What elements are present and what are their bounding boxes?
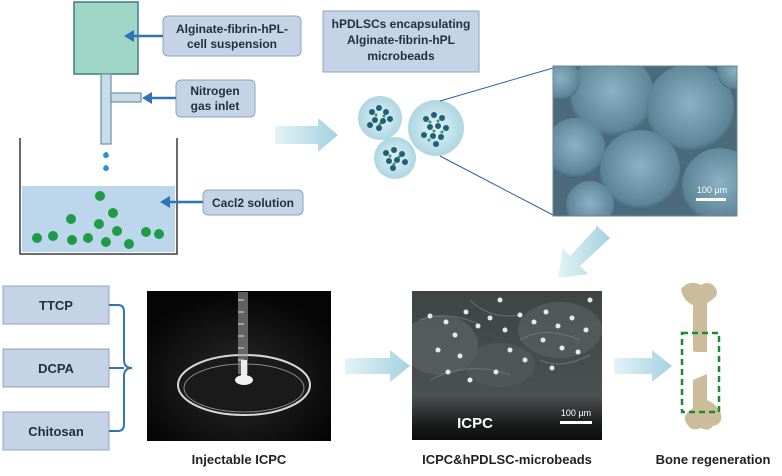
droplet-icon xyxy=(103,152,109,158)
microbeads-micrograph: 100 µm xyxy=(552,65,738,217)
caption-injectable: Injectable ICPC xyxy=(192,452,287,467)
arrow-to-solution xyxy=(160,196,203,208)
component-ttcp: TTCP xyxy=(2,285,110,325)
microbeads-text-3: microbeads xyxy=(367,49,435,63)
label-nitrogen: Nitrogen gas inlet xyxy=(175,79,256,118)
zoom-line-bottom xyxy=(439,155,554,216)
chitosan-text: Chitosan xyxy=(28,424,84,439)
scale-bar-bottom xyxy=(560,421,592,424)
droplet-icon xyxy=(103,165,109,171)
caption-bone: Bone regeneration xyxy=(656,452,771,467)
arrow-to-gas-inlet xyxy=(142,92,176,104)
dcpa-text: DCPA xyxy=(38,361,74,376)
encapsulated-microbeads xyxy=(358,96,464,179)
bone-icon xyxy=(681,282,722,430)
process-arrow-4 xyxy=(614,350,672,382)
component-bracket xyxy=(109,304,133,432)
injectable-icpc-photo xyxy=(147,291,331,441)
nitrogen-text-2: gas inlet xyxy=(191,99,240,113)
process-arrow-2 xyxy=(558,225,610,278)
icpc-microbeads-sem: ICPC 100 µm xyxy=(412,291,602,440)
defect-region-box xyxy=(680,331,721,414)
alginate-beads xyxy=(32,191,164,249)
ttcp-text: TTCP xyxy=(39,298,73,313)
process-arrow-1 xyxy=(275,118,338,152)
nitrogen-text-1: Nitrogen xyxy=(190,84,239,98)
microbeads-text-1: hPDLSCs encapsulating xyxy=(332,17,471,31)
microbeads-text-2: Alginate-fibrin-hPL xyxy=(347,33,455,47)
label-cell-suspension: Alginate-fibrin-hPL- cell suspension xyxy=(162,15,302,57)
syringe-reservoir xyxy=(73,1,142,171)
label-microbeads: hPDLSCs encapsulating Alginate-fibrin-hP… xyxy=(322,10,480,73)
scale-label-bottom: 100 µm xyxy=(561,408,591,418)
component-dcpa: DCPA xyxy=(2,348,110,388)
cell-suspension-text-2: cell suspension xyxy=(187,37,277,51)
arrow-to-reservoir xyxy=(124,30,163,42)
process-arrow-3 xyxy=(345,350,410,382)
scale-bar-top xyxy=(696,198,726,201)
scale-label-top: 100 µm xyxy=(697,185,727,195)
icpc-overlay-label: ICPC xyxy=(457,415,493,432)
cell-suspension-text-1: Alginate-fibrin-hPL- xyxy=(176,22,288,36)
beaker xyxy=(19,138,178,255)
component-chitosan: Chitosan xyxy=(2,411,110,451)
cacl2-text: Cacl2 solution xyxy=(212,196,294,210)
zoom-line-top xyxy=(439,67,554,102)
label-cacl2: Cacl2 solution xyxy=(202,189,304,216)
caption-microbeads: ICPC&hPDLSC-microbeads xyxy=(422,452,592,467)
